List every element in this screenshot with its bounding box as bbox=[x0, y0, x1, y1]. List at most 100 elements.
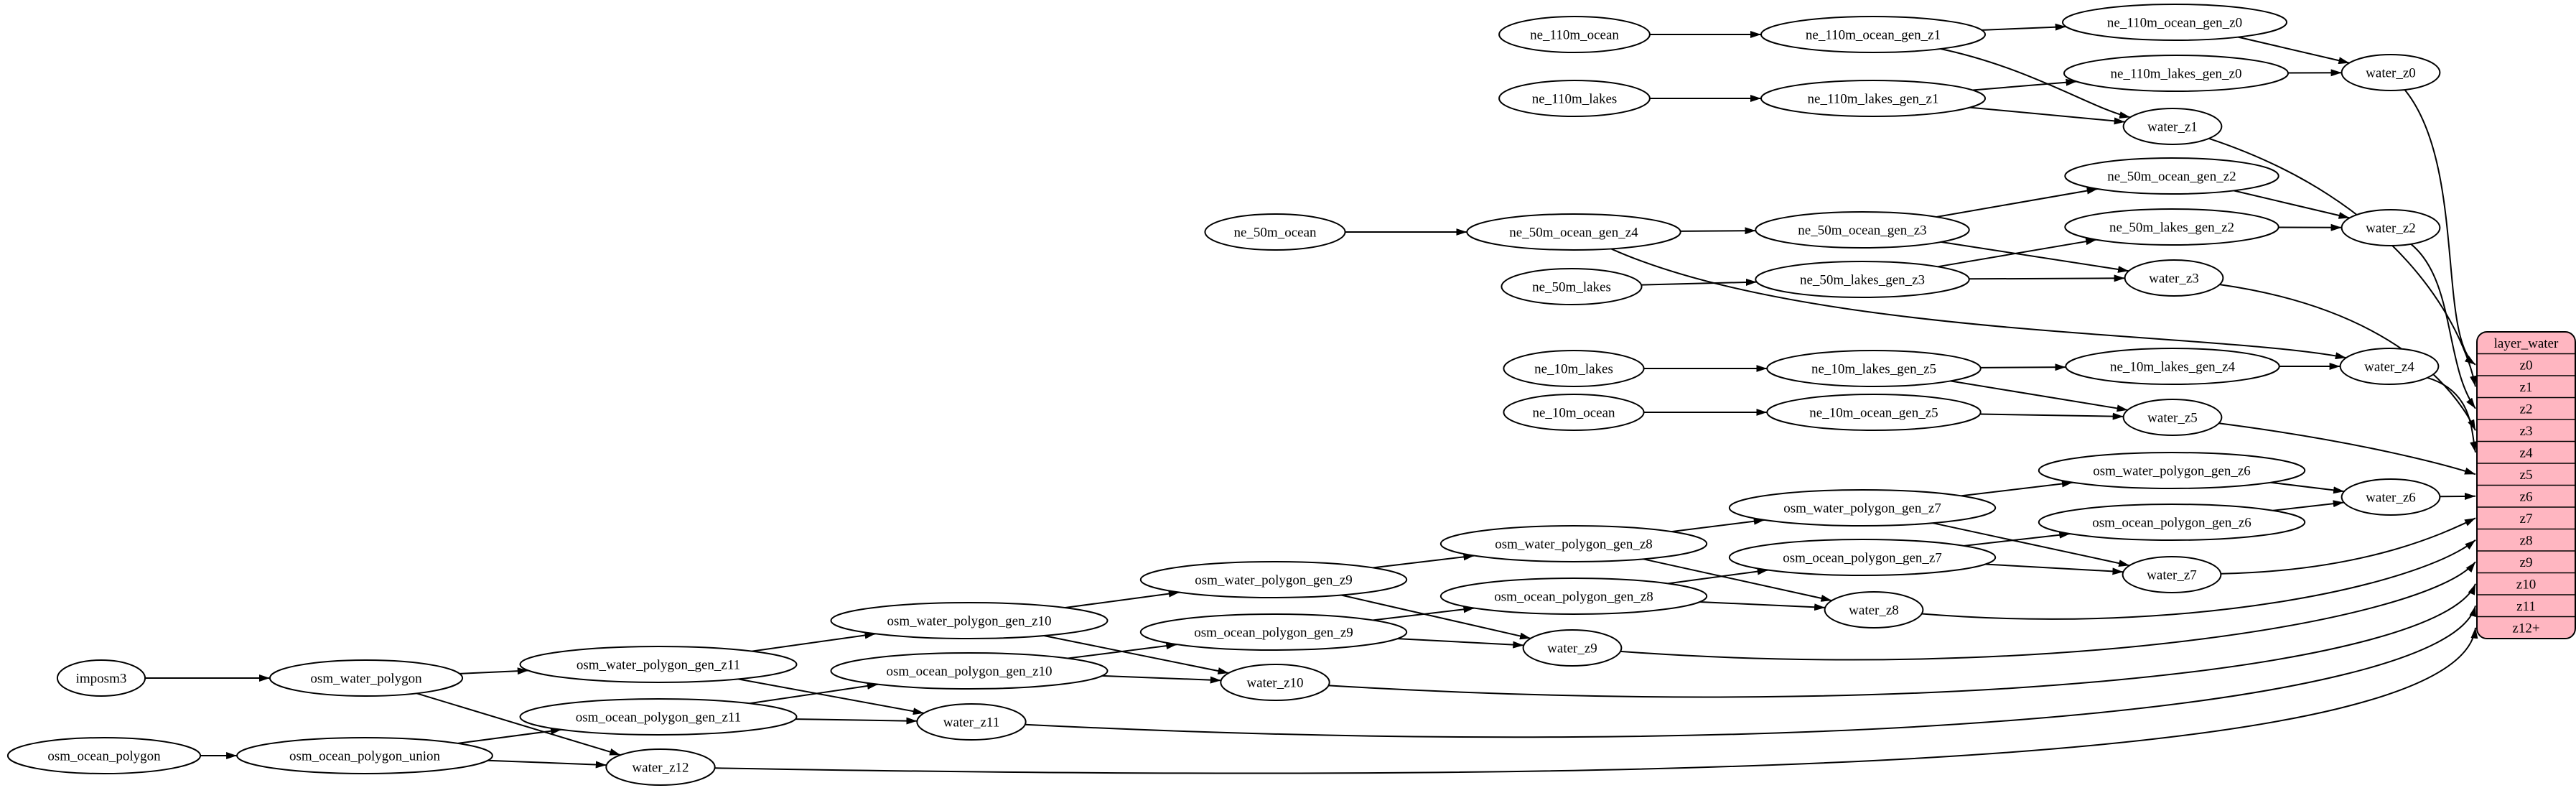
edge-ne_50m_ocean_gen_z3-to-ne_50m_ocean_gen_z2 bbox=[1936, 189, 2097, 217]
edge-ne_50m_ocean_gen_z2-to-water_z2 bbox=[2234, 190, 2349, 218]
edge-osm_ocean_polygon_gen_z8-to-water_z8 bbox=[1700, 602, 1826, 608]
edge-ne_50m_ocean_gen_z3-to-water_z3 bbox=[1941, 242, 2129, 271]
table-row-z6: z6 bbox=[2520, 489, 2533, 504]
node-label-ne_110m_lakes_gen_z0: ne_110m_lakes_gen_z0 bbox=[2111, 67, 2242, 82]
node-label-osm_ocean_polygon: osm_ocean_polygon bbox=[47, 749, 161, 764]
node-label-osm_ocean_polygon_gen_z8: osm_ocean_polygon_gen_z8 bbox=[1494, 590, 1653, 605]
node-water_z2: water_z2 bbox=[2342, 210, 2440, 246]
edge-osm_water_polygon_gen_z7-to-osm_water_polygon_gen_z6 bbox=[1961, 483, 2073, 496]
node-ne_10m_lakes_gen_z5: ne_10m_lakes_gen_z5 bbox=[1767, 351, 1980, 386]
node-label-osm_ocean_polygon_gen_z11: osm_ocean_polygon_gen_z11 bbox=[576, 710, 741, 725]
node-osm_ocean_polygon_gen_z6: osm_ocean_polygon_gen_z6 bbox=[2039, 504, 2305, 540]
node-water_z5: water_z5 bbox=[2124, 399, 2222, 435]
node-label-ne_110m_ocean: ne_110m_ocean bbox=[1530, 28, 1619, 43]
node-osm_ocean_polygon_union: osm_ocean_polygon_union bbox=[237, 738, 493, 774]
node-label-osm_ocean_polygon_gen_z9: osm_ocean_polygon_gen_z9 bbox=[1194, 626, 1353, 641]
node-ne_50m_ocean_gen_z4: ne_50m_ocean_gen_z4 bbox=[1467, 214, 1680, 250]
edge-ne_110m_lakes_gen_z1-to-ne_110m_lakes_gen_z0 bbox=[1973, 82, 2077, 91]
node-label-osm_water_polygon_gen_z9: osm_water_polygon_gen_z9 bbox=[1195, 573, 1353, 588]
node-osm_ocean_polygon_gen_z10: osm_ocean_polygon_gen_z10 bbox=[831, 653, 1108, 689]
table-title: layer_water bbox=[2494, 336, 2559, 351]
node-water_z9: water_z9 bbox=[1523, 630, 1622, 666]
node-label-ne_10m_ocean_gen_z5: ne_10m_ocean_gen_z5 bbox=[1809, 406, 1938, 421]
node-label-water_z3: water_z3 bbox=[2149, 272, 2199, 287]
table-row-z8: z8 bbox=[2520, 533, 2533, 548]
node-ne_110m_ocean_gen_z0: ne_110m_ocean_gen_z0 bbox=[2063, 4, 2287, 40]
edge-osm_ocean_polygon_gen_z7-to-osm_ocean_polygon_gen_z6 bbox=[1964, 534, 2071, 546]
node-osm_water_polygon: osm_water_polygon bbox=[270, 660, 462, 696]
node-water_z0: water_z0 bbox=[2342, 55, 2440, 91]
edge-ne_50m_ocean_gen_z4-to-water_z4 bbox=[1611, 249, 2346, 358]
node-label-osm_ocean_polygon_gen_z6: osm_ocean_polygon_gen_z6 bbox=[2092, 516, 2251, 531]
node-water_z8: water_z8 bbox=[1825, 592, 1923, 628]
node-water_z3: water_z3 bbox=[2125, 260, 2223, 296]
edge-osm_ocean_polygon_gen_z6-to-water_z6 bbox=[2273, 503, 2344, 511]
edge-ne_50m_lakes-to-ne_50m_lakes_gen_z3 bbox=[1641, 282, 1757, 285]
node-label-ne_110m_ocean_gen_z1: ne_110m_ocean_gen_z1 bbox=[1806, 28, 1941, 43]
table-row-z1: z1 bbox=[2520, 380, 2533, 395]
node-water_z7: water_z7 bbox=[2123, 557, 2221, 593]
nodes-layer: imposm3 osm_water_polygon osm_ocean_polygo… bbox=[8, 4, 2440, 785]
node-ne_50m_lakes: ne_50m_lakes bbox=[1501, 269, 1641, 305]
node-osm_ocean_polygon: osm_ocean_polygon bbox=[8, 738, 200, 774]
node-osm_ocean_polygon_gen_z11: osm_ocean_polygon_gen_z11 bbox=[521, 699, 797, 735]
edge-osm_water_polygon_gen_z10-to-osm_water_polygon_gen_z9 bbox=[1065, 593, 1180, 608]
node-osm_water_polygon_gen_z6: osm_water_polygon_gen_z6 bbox=[2039, 453, 2305, 488]
edge-osm_ocean_polygon_gen_z10-to-water_z10 bbox=[1102, 676, 1221, 680]
node-water_z6: water_z6 bbox=[2342, 479, 2440, 515]
node-label-osm_ocean_polygon_gen_z10: osm_ocean_polygon_gen_z10 bbox=[886, 664, 1052, 680]
node-osm_ocean_polygon_gen_z8: osm_ocean_polygon_gen_z8 bbox=[1441, 578, 1707, 614]
edge-ne_50m_lakes_gen_z3-to-water_z3 bbox=[1969, 278, 2125, 279]
edge-osm_ocean_polygon_gen_z8-to-osm_ocean_polygon_gen_z7 bbox=[1668, 570, 1768, 584]
node-ne_50m_lakes_gen_z2: ne_50m_lakes_gen_z2 bbox=[2065, 209, 2278, 245]
table-row-z11: z11 bbox=[2516, 599, 2536, 614]
node-label-water_z10: water_z10 bbox=[1246, 676, 1303, 691]
node-ne_50m_ocean: ne_50m_ocean bbox=[1205, 214, 1345, 250]
edge-ne_10m_ocean_gen_z5-to-water_z5 bbox=[1980, 414, 2124, 417]
edge-osm_ocean_polygon_gen_z11-to-water_z11 bbox=[795, 719, 917, 721]
node-label-ne_50m_lakes_gen_z2: ne_50m_lakes_gen_z2 bbox=[2109, 221, 2234, 236]
node-label-ne_110m_lakes_gen_z1: ne_110m_lakes_gen_z1 bbox=[1808, 92, 1939, 107]
node-label-ne_10m_lakes: ne_10m_lakes bbox=[1534, 362, 1613, 377]
node-ne_110m_ocean: ne_110m_ocean bbox=[1499, 17, 1650, 52]
node-label-water_z12: water_z12 bbox=[632, 761, 689, 776]
node-label-ne_110m_lakes: ne_110m_lakes bbox=[1532, 92, 1618, 107]
node-ne_10m_lakes_gen_z4: ne_10m_lakes_gen_z4 bbox=[2066, 348, 2279, 384]
node-water_z12: water_z12 bbox=[606, 749, 714, 785]
edge-osm_water_polygon_gen_z8-to-osm_water_polygon_gen_z7 bbox=[1671, 520, 1765, 532]
node-ne_110m_ocean_gen_z1: ne_110m_ocean_gen_z1 bbox=[1761, 17, 1985, 52]
node-label-osm_ocean_polygon_union: osm_ocean_polygon_union bbox=[289, 749, 441, 764]
node-label-ne_50m_lakes_gen_z3: ne_50m_lakes_gen_z3 bbox=[1800, 273, 1925, 288]
node-ne_110m_lakes_gen_z0: ne_110m_lakes_gen_z0 bbox=[2064, 55, 2288, 91]
edge-ne_10m_lakes_gen_z5-to-water_z5 bbox=[1951, 381, 2128, 409]
table-row-z0: z0 bbox=[2520, 358, 2533, 373]
node-label-osm_water_polygon_gen_z11: osm_water_polygon_gen_z11 bbox=[577, 658, 740, 673]
node-label-water_z5: water_z5 bbox=[2147, 411, 2198, 426]
edge-osm_ocean_polygon_gen_z7-to-water_z7 bbox=[1985, 565, 2123, 572]
table-row-z2: z2 bbox=[2520, 402, 2533, 417]
edge-osm_water_polygon_gen_z11-to-osm_water_polygon_gen_z10 bbox=[752, 634, 876, 651]
node-ne_50m_ocean_gen_z2: ne_50m_ocean_gen_z2 bbox=[2065, 158, 2278, 194]
edges-layer bbox=[145, 27, 2475, 773]
node-water_z1: water_z1 bbox=[2124, 108, 2222, 144]
node-ne_110m_lakes: ne_110m_lakes bbox=[1499, 80, 1650, 116]
edge-water_z6-to-layer-water-z6 bbox=[2440, 496, 2475, 497]
table-row-z9: z9 bbox=[2520, 555, 2533, 570]
node-ne_10m_ocean: ne_10m_ocean bbox=[1503, 394, 1643, 430]
node-osm_ocean_polygon_gen_z9: osm_ocean_polygon_gen_z9 bbox=[1141, 614, 1406, 650]
node-label-ne_10m_lakes_gen_z5: ne_10m_lakes_gen_z5 bbox=[1811, 362, 1936, 377]
edge-ne_10m_lakes_gen_z5-to-ne_10m_lakes_gen_z4 bbox=[1981, 367, 2066, 368]
node-osm_water_polygon_gen_z9: osm_water_polygon_gen_z9 bbox=[1141, 562, 1406, 598]
node-label-ne_50m_ocean: ne_50m_ocean bbox=[1233, 226, 1317, 241]
node-ne_50m_lakes_gen_z3: ne_50m_lakes_gen_z3 bbox=[1755, 261, 1969, 297]
node-label-water_z2: water_z2 bbox=[2366, 221, 2416, 236]
table-row-z4: z4 bbox=[2520, 445, 2533, 460]
layer-water-table: layer_waterz0z1z2z3z4z5z6z7z8z9z10z11z12… bbox=[2477, 332, 2575, 639]
node-water_z4: water_z4 bbox=[2341, 348, 2439, 384]
node-label-water_z8: water_z8 bbox=[1849, 603, 1899, 618]
edge-ne_110m_ocean_gen_z0-to-water_z0 bbox=[2239, 37, 2350, 63]
edge-osm_water_polygon_gen_z9-to-osm_water_polygon_gen_z8 bbox=[1373, 556, 1475, 568]
node-ne_10m_ocean_gen_z5: ne_10m_ocean_gen_z5 bbox=[1767, 394, 1980, 430]
node-label-imposm3: imposm3 bbox=[76, 672, 127, 687]
